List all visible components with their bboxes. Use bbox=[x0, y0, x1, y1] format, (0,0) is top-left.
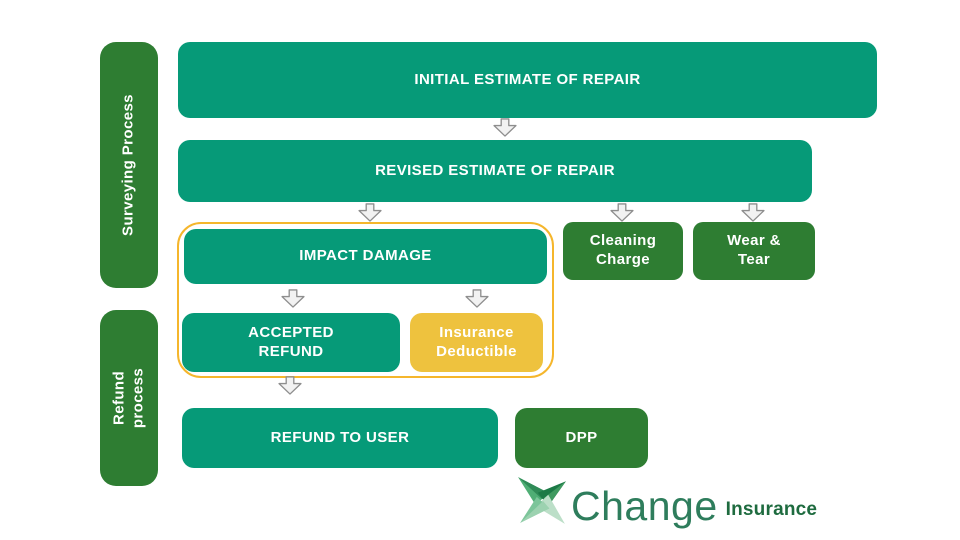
down-arrow-icon bbox=[739, 203, 767, 222]
node-insurance-deductible-label: Insurance Deductible bbox=[436, 323, 517, 360]
impact-flow-group-outline bbox=[177, 222, 554, 378]
node-cleaning-charge: Cleaning Charge bbox=[563, 222, 683, 280]
node-revised-estimate-label: REVISED ESTIMATE OF REPAIR bbox=[375, 161, 615, 179]
brand-name: Change bbox=[571, 482, 718, 529]
down-arrow-icon bbox=[491, 118, 519, 137]
down-arrow-icon bbox=[276, 376, 304, 395]
down-arrow-icon bbox=[463, 289, 491, 308]
node-accepted-refund-label: ACCEPTED REFUND bbox=[248, 323, 334, 360]
node-cleaning-charge-label: Cleaning Charge bbox=[589, 232, 657, 268]
node-initial-estimate: INITIAL ESTIMATE OF REPAIR bbox=[178, 42, 877, 118]
node-dpp-label: DPP bbox=[565, 428, 598, 446]
node-insurance-deductible: Insurance Deductible bbox=[410, 313, 543, 372]
lane-refund-label: Refund process bbox=[110, 367, 146, 429]
node-wear-tear: Wear & Tear bbox=[693, 222, 815, 280]
node-refund-to-user-label: REFUND TO USER bbox=[270, 428, 410, 446]
node-impact-damage: IMPACT DAMAGE bbox=[184, 229, 547, 284]
node-impact-damage-label: IMPACT DAMAGE bbox=[299, 247, 432, 265]
lane-surveying-label: Surveying Process bbox=[119, 94, 137, 236]
down-arrow-icon bbox=[279, 289, 307, 308]
down-arrow-icon bbox=[356, 203, 384, 222]
node-wear-tear-label: Wear & Tear bbox=[727, 232, 781, 268]
lane-refund-process: Refund process bbox=[100, 310, 158, 486]
change-logo-icon bbox=[518, 477, 566, 524]
node-initial-estimate-label: INITIAL ESTIMATE OF REPAIR bbox=[414, 70, 641, 88]
brand-suffix: Insurance bbox=[725, 499, 818, 520]
node-refund-to-user: REFUND TO USER bbox=[182, 408, 498, 468]
node-accepted-refund: ACCEPTED REFUND bbox=[182, 313, 400, 372]
node-revised-estimate: REVISED ESTIMATE OF REPAIR bbox=[178, 140, 812, 202]
brand-logo: Change Insurance bbox=[516, 474, 817, 526]
node-dpp: DPP bbox=[515, 408, 648, 468]
lane-surveying-process: Surveying Process bbox=[100, 42, 158, 288]
down-arrow-icon bbox=[608, 203, 636, 222]
